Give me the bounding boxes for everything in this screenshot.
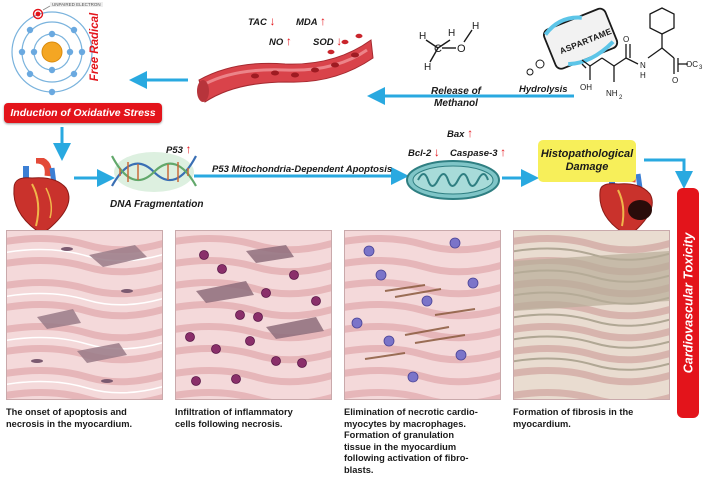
- hydrolysis-label: Hydrolysis: [519, 84, 568, 95]
- caption-apoptosis: The onset of apoptosis and necrosis in t…: [6, 407, 133, 429]
- up-arrow-icon: ↑: [319, 14, 326, 28]
- mda-marker: MDA ↑: [296, 14, 326, 28]
- down-arrow-icon: ↓: [336, 34, 343, 48]
- tissue-panel-inflammation: [175, 230, 332, 400]
- up-arrow-icon: ↑: [185, 142, 192, 156]
- oh-group: OH: [580, 83, 592, 92]
- p53-pathway-label: P53 Mitochondria-Dependent Apoptosis: [212, 164, 393, 175]
- mda-label: MDA: [296, 17, 318, 28]
- caspase3-marker: Caspase-3 ↑: [450, 145, 506, 159]
- methanol-o: O: [457, 43, 466, 55]
- methanol-h4: H: [472, 21, 479, 32]
- nh2-group: NH: [606, 89, 618, 98]
- flow-arrows: [53, 71, 693, 189]
- tissue-panel-apoptosis: [6, 230, 163, 400]
- heart-illustration: [13, 158, 70, 233]
- och3-subscript: 3: [699, 65, 703, 71]
- dna-illustration: [111, 152, 197, 192]
- free-radical-atom-illustration: [11, 5, 93, 96]
- nh2-subscript: 2: [619, 95, 623, 101]
- methanol-h1: H: [419, 31, 426, 42]
- p53-marker: P53 ↑: [166, 142, 192, 156]
- down-arrow-icon: ↓: [433, 145, 440, 159]
- up-arrow-icon: ↑: [467, 126, 474, 140]
- sod-marker: SOD ↓: [313, 34, 342, 48]
- bax-marker: Bax ↑: [447, 126, 473, 140]
- histopathological-damage-box: Histopathological Damage: [538, 140, 636, 182]
- release-methanol-label: Release of Methanol: [430, 86, 482, 109]
- bcl2-marker: Bcl-2 ↓: [408, 145, 440, 159]
- methanol-h2: H: [448, 28, 455, 39]
- ester-o: O: [672, 76, 678, 85]
- methanol-structure: C H H H O H: [419, 21, 479, 73]
- up-arrow-icon: ↑: [500, 145, 507, 159]
- down-arrow-icon: ↓: [269, 14, 276, 28]
- och3-group: OC: [686, 60, 698, 69]
- bcl2-label: Bcl-2: [408, 148, 432, 159]
- bax-label: Bax: [447, 129, 465, 140]
- blood-vessel-illustration: [197, 33, 374, 103]
- caption-fibrosis: Formation of fibrosis in the myocardium.: [513, 407, 634, 429]
- carbonyl-o: O: [623, 35, 629, 44]
- up-arrow-icon: ↑: [285, 34, 292, 48]
- dna-fragmentation-label: DNA Fragmentation: [110, 199, 204, 210]
- caspase3-label: Caspase-3: [450, 148, 498, 159]
- no-marker: NO ↑: [269, 34, 292, 48]
- aspartame-packet-illustration: [526, 7, 619, 76]
- aspartame-molecule: OH NH 2 N H O O OC 3: [580, 7, 703, 101]
- unpaired-electron-label: UNPAIRED ELECTRON: [50, 2, 103, 7]
- methanol-c: C: [434, 43, 442, 55]
- tissue-panel-granulation: [344, 230, 501, 400]
- sod-label: SOD: [313, 37, 334, 48]
- methanol-h3: H: [424, 62, 431, 73]
- mitochondrion-illustration: [406, 160, 500, 200]
- no-label: NO: [269, 37, 284, 48]
- cardiovascular-toxicity-banner: Cardiovascular Toxicity: [677, 188, 699, 418]
- tissue-panel-fibrosis: [513, 230, 670, 400]
- tac-marker: TAC ↓: [248, 14, 275, 28]
- tac-label: TAC: [248, 17, 267, 28]
- amide-h: H: [640, 71, 646, 80]
- amide-n: N: [640, 61, 646, 70]
- caption-granulation: Elimination of necrotic cardio- myocytes…: [344, 407, 478, 475]
- induction-oxidative-stress-box: Induction of Oxidative Stress: [4, 103, 162, 123]
- p53-label: P53: [166, 145, 183, 156]
- caption-inflammation: Infiltration of inflammatory cells follo…: [175, 407, 293, 429]
